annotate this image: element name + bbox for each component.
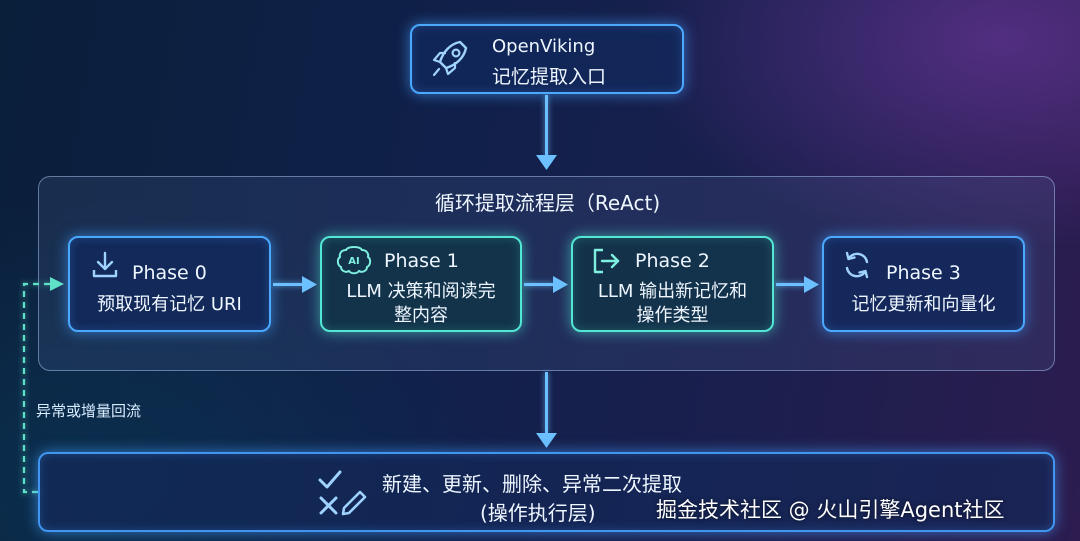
arrow-head-phase3 [804, 276, 819, 293]
arrow-phase0-to-phase1 [273, 283, 303, 286]
execution-line2: (操作执行层) [480, 501, 596, 525]
output-icon [593, 248, 620, 274]
phase-2-desc-line2: 操作类型 [636, 305, 709, 326]
rocket-icon [432, 40, 468, 77]
execution-layer: 新建、更新、删除、异常二次提取 (操作执行层) [38, 452, 1055, 532]
entry-title: OpenViking [492, 36, 596, 57]
arrow-head-phase2 [553, 276, 568, 293]
phase-3-node: Phase 3 记忆更新和向量化 [822, 236, 1025, 332]
arrow-phase2-to-phase3 [776, 283, 805, 286]
phase-1-title: Phase 1 [384, 250, 459, 272]
feedback-label: 异常或增量回流 [36, 402, 142, 420]
phase-2-title: Phase 2 [635, 250, 710, 272]
phase-2-node: Phase 2 LLM 输出新记忆和 操作类型 [571, 236, 774, 332]
entry-node: OpenViking 记忆提取入口 [410, 24, 684, 94]
watermark: 掘金技术社区 @ 火山引擎Agent社区 [656, 498, 1005, 522]
arrow-head-entry [536, 155, 557, 170]
phase-1-desc-line1: LLM 决策和阅读完 [346, 281, 496, 302]
phase-3-title: Phase 3 [886, 262, 961, 284]
arrow-head-execution [536, 433, 557, 448]
entry-subtitle: 记忆提取入口 [492, 66, 607, 88]
arrow-entry-to-loop [545, 95, 548, 157]
download-icon [92, 251, 118, 278]
arrow-phase1-to-phase2 [524, 283, 554, 286]
phase-3-desc: 记忆更新和向量化 [851, 294, 996, 315]
svg-text:AI: AI [348, 256, 359, 267]
execution-line1: 新建、更新、删除、异常二次提取 [382, 472, 682, 496]
arrow-head-phase1 [302, 276, 317, 293]
arrow-loop-to-execution [545, 372, 548, 434]
check-edit-icon [318, 470, 367, 516]
phase-1-desc-line2: 整内容 [394, 305, 448, 326]
loop-layer-title: 循环提取流程层（ReAct) [434, 191, 661, 215]
phase-1-node: AI Phase 1 LLM 决策和阅读完 整内容 [320, 236, 522, 332]
phase-0-node: Phase 0 预取现有记忆 URI [68, 236, 271, 332]
phase-0-title: Phase 0 [132, 262, 207, 284]
refresh-icon [845, 251, 869, 279]
phase-2-desc-line1: LLM 输出新记忆和 [597, 281, 748, 302]
phase-0-desc: 预取现有记忆 URI [97, 294, 242, 315]
ai-brain-icon: AI [336, 246, 372, 275]
